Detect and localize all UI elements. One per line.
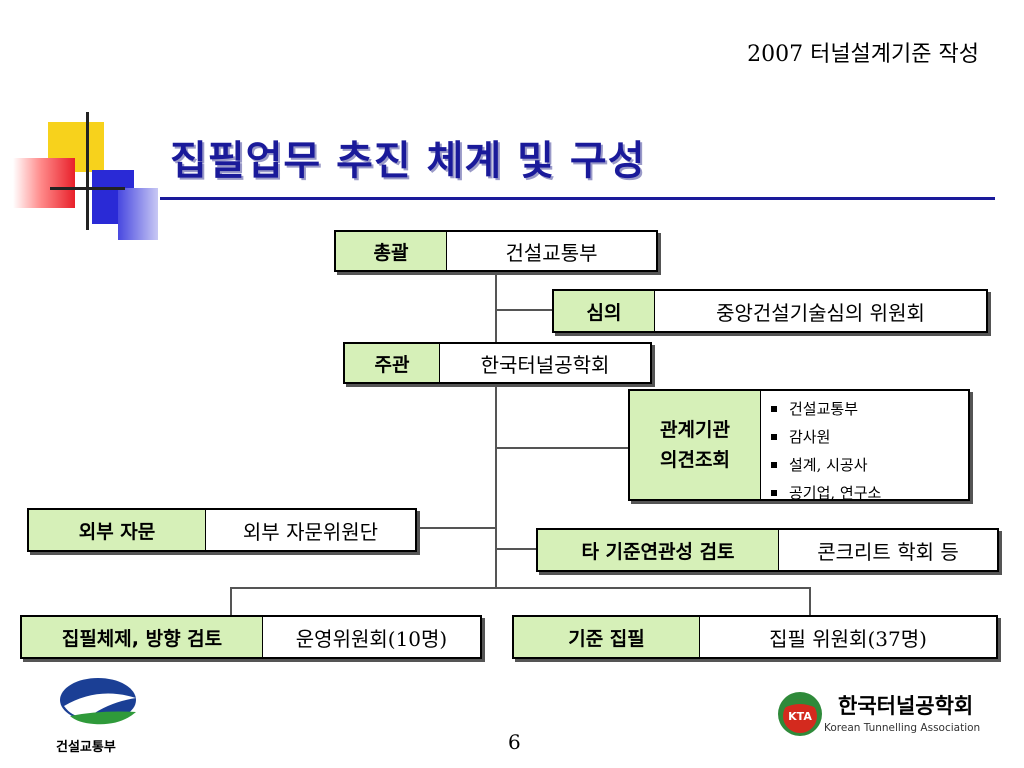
kta-logo-korean: 한국터널공학회 (838, 694, 974, 718)
box-simui-value: 중앙건설기술심의 위원회 (716, 300, 925, 325)
box-chonggwal-value: 건설교통부 (505, 240, 598, 265)
moct-logo: 건설교통부 (50, 676, 150, 756)
bullet-icon (771, 434, 777, 440)
box-gwangye-label-line1: 관계기관 (660, 419, 730, 441)
moct-logo-text: 건설교통부 (56, 740, 116, 755)
box-jippil-che-value: 운영위원회(10명) (295, 626, 448, 651)
kta-logo-english: Korean Tunnelling Association (824, 722, 981, 734)
box-oebu: 외부 자문 외부 자문위원단 (27, 508, 417, 552)
box-chonggwal-label: 총괄 (336, 232, 447, 270)
decor-blue-gradient-square (118, 188, 158, 240)
connector-bottom-left (230, 587, 232, 615)
connector-ta (497, 548, 537, 550)
box-jippil-che: 집필체제, 방향 검토 운영위원회(10명) (20, 615, 482, 659)
box-jugwan-value: 한국터널공학회 (480, 352, 610, 377)
list-item: 감사원 (771, 423, 881, 451)
connector-gwangye (497, 447, 629, 449)
header-text: 2007 터널설계기준 작성 (747, 42, 979, 67)
box-jugwan-label: 주관 (345, 344, 440, 382)
box-ta-value: 콘크리트 학회 등 (817, 539, 959, 564)
page-number: 6 (508, 730, 521, 754)
list-item: 공기업, 연구소 (771, 479, 881, 507)
box-gijun: 기준 집필 집필 위원회(37명) (512, 615, 998, 659)
kta-logo: KTA 한국터널공학회 Korean Tunnelling Associatio… (776, 686, 1006, 742)
box-jugwan: 주관 한국터널공학회 (343, 342, 652, 384)
connector-bottom-right (809, 587, 811, 615)
box-chonggwal: 총괄 건설교통부 (334, 230, 658, 272)
box-simui-label: 심의 (554, 291, 655, 331)
box-gijun-label: 기준 집필 (514, 617, 700, 657)
kta-badge-text: KTA (788, 710, 812, 723)
decor-horizontal-line (50, 187, 125, 190)
page-title: 집필업무 추진 체계 및 구성 (170, 137, 646, 184)
kta-badge-icon (778, 692, 822, 736)
box-ta-label: 타 기준연관성 검토 (538, 530, 779, 570)
box-simui: 심의 중앙건설기술심의 위원회 (552, 289, 988, 333)
box-ta: 타 기준연관성 검토 콘크리트 학회 등 (536, 528, 999, 572)
bullet-icon (771, 462, 777, 468)
list-item: 건설교통부 (771, 395, 881, 423)
box-gwangye-label: 관계기관 의견조회 (630, 391, 761, 499)
box-gwangye-list: 건설교통부 감사원 설계, 시공사 공기업, 연구소 (761, 391, 881, 502)
box-gwangye-label-line2: 의견조회 (660, 449, 730, 471)
box-jippil-che-label: 집필체제, 방향 검토 (22, 617, 263, 657)
decor-vertical-line (86, 112, 89, 230)
connector-bottom-horizontal (230, 587, 811, 589)
connector-simui (497, 309, 553, 311)
box-gwangye: 관계기관 의견조회 건설교통부 감사원 설계, 시공사 공기업, 연구소 (628, 389, 970, 502)
decor-red-gradient-square (13, 158, 75, 208)
bullet-icon (771, 490, 777, 496)
connector-oebu (415, 527, 496, 529)
main-vertical-connector (495, 270, 497, 588)
box-gijun-value: 집필 위원회(37명) (769, 626, 927, 651)
moct-emblem-icon (60, 678, 136, 725)
box-oebu-value: 외부 자문위원단 (242, 519, 379, 544)
title-underline (160, 197, 995, 200)
list-item: 설계, 시공사 (771, 451, 881, 479)
bullet-icon (771, 406, 777, 412)
box-oebu-label: 외부 자문 (29, 510, 206, 550)
